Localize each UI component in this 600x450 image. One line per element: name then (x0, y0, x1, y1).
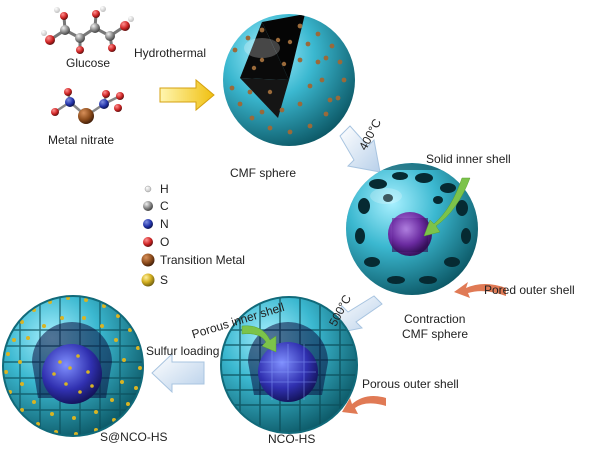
hydrothermal-label: Hydrothermal (134, 46, 207, 60)
s-nco-hs-label: S@NCO-HS (100, 430, 168, 444)
metal-nitrate-label: Metal nitrate (48, 133, 115, 147)
legend-n-atom (143, 219, 153, 229)
legend-h-atom (144, 185, 152, 193)
cmf-sphere-label: CMF sphere (230, 166, 297, 180)
glucose-molecule (41, 6, 134, 54)
legend-h-label: H (160, 182, 169, 196)
legend-c-atom (143, 201, 153, 211)
legend-s-atom (141, 273, 155, 287)
legend-o-atom (143, 237, 153, 247)
pored-outer-shell-label: Pored outer shell (484, 283, 575, 297)
solid-inner-shell-label: Solid inner shell (426, 152, 511, 166)
contraction-sphere-graphic (346, 163, 478, 295)
legend-o-label: O (160, 235, 170, 249)
legend-tm-label: Transition Metal (160, 253, 245, 267)
sulfur-loading-arrow (151, 352, 205, 394)
porous-outer-shell-pointer (342, 396, 386, 414)
legend-n-label: N (160, 217, 169, 231)
pored-outer-shell-pointer (454, 282, 506, 298)
hydrothermal-arrow (159, 78, 215, 112)
contraction-cmf-sphere-label: CMF sphere (402, 327, 469, 341)
glucose-label: Glucose (66, 56, 111, 70)
contraction-label: Contraction (404, 312, 466, 326)
solid-inner-shell-pointer (423, 177, 471, 237)
metal-nitrate-molecule (51, 88, 124, 124)
porous-inner-shell-pointer (241, 325, 277, 353)
calcination-400-arrow (339, 125, 381, 173)
s-nco-hs-sphere-graphic (2, 295, 144, 437)
legend-c-label: C (160, 199, 169, 213)
legend-atom-symbols (141, 185, 155, 287)
cmf-sphere-graphic (223, 14, 355, 146)
porous-outer-shell-label: Porous outer shell (362, 377, 459, 391)
sulfur-loading-label: Sulfur loading (146, 344, 220, 358)
legend-s-label: S (160, 273, 169, 287)
nco-hs-label: NCO-HS (268, 432, 316, 446)
legend-tm-atom (141, 253, 155, 267)
